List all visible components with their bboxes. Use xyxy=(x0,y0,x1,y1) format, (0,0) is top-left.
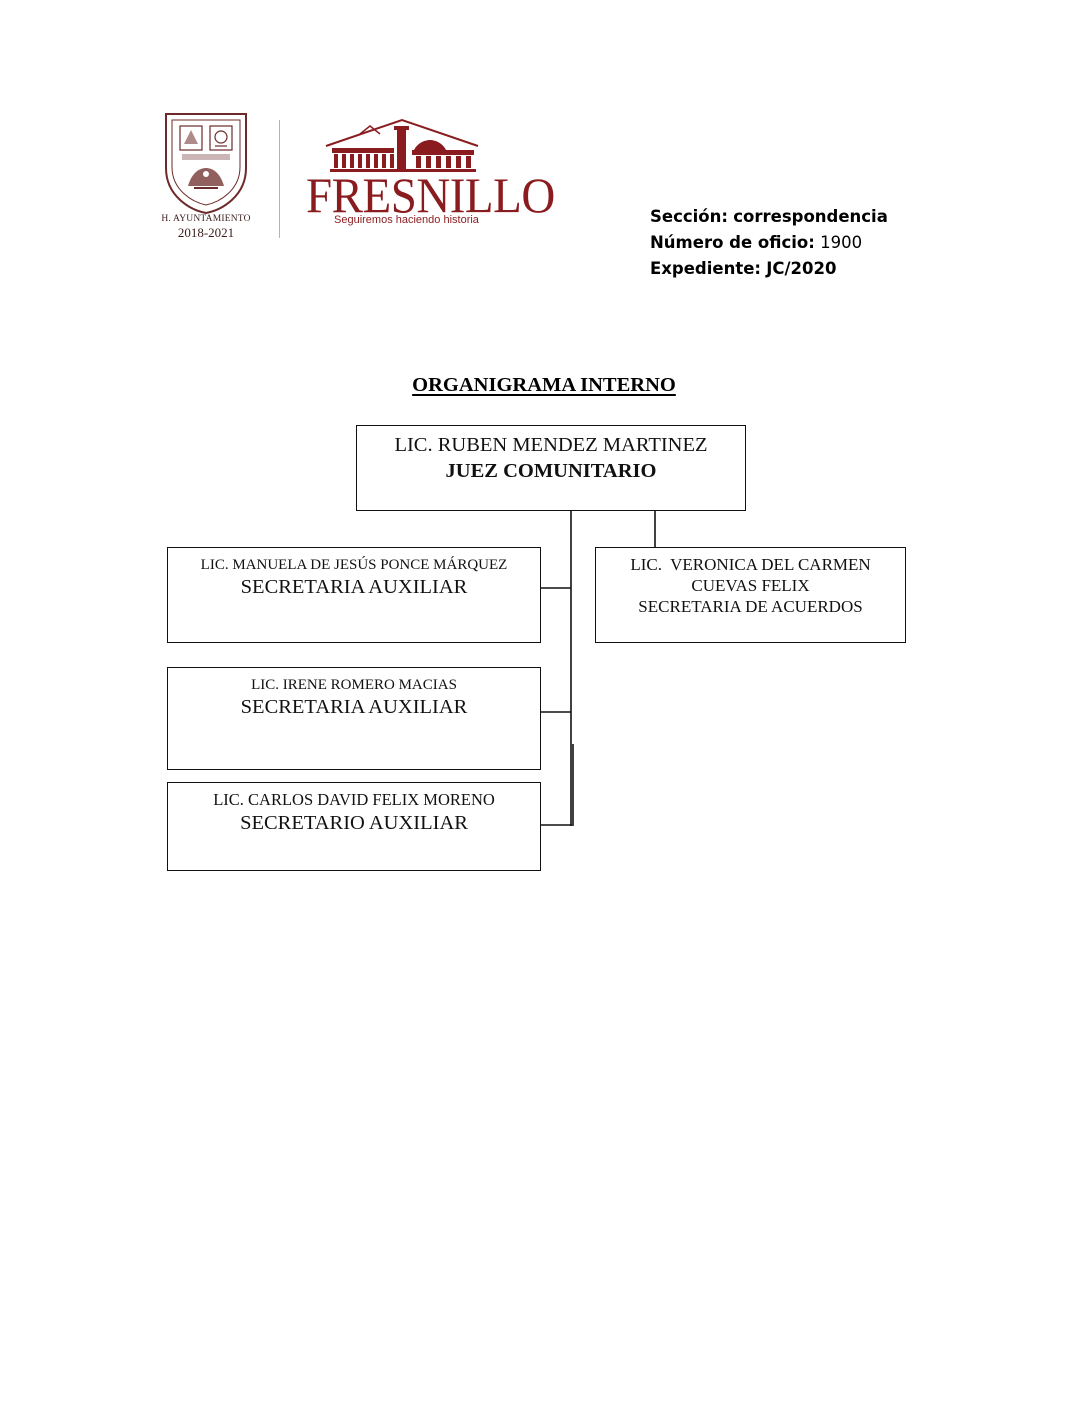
document-meta: Sección: correspondencia Número de ofici… xyxy=(650,204,950,282)
node-role: SECRETARIO AUXILIAR xyxy=(240,812,468,834)
node-role: SECRETARIA DE ACUERDOS xyxy=(638,597,863,616)
meta-seccion-value: correspondencia xyxy=(733,207,888,226)
org-node-secretaria-de-acuerdos: LIC. VERONICA DEL CARMEN CUEVAS FELIX SE… xyxy=(595,547,906,643)
org-node-secretario-auxiliar-carlos: LIC. CARLOS DAVID FELIX MORENO SECRETARI… xyxy=(167,782,541,871)
meta-expediente-label: Expediente: xyxy=(650,259,761,278)
meta-seccion-label: Sección: xyxy=(650,207,728,226)
org-chart-title: ORGANIGRAMA INTERNO xyxy=(412,374,676,396)
municipal-seal-logo: H. AYUNTAMIENTO 2018-2021 xyxy=(160,110,252,240)
seal-caption-years: 2018-2021 xyxy=(177,225,235,240)
brand-name: FRESNILLO xyxy=(306,168,555,224)
logo-divider xyxy=(279,120,280,238)
node-role: SECRETARIA AUXILIAR xyxy=(240,696,468,718)
node-name: LIC. RUBEN MENDEZ MARTINEZ xyxy=(394,434,708,456)
meta-expediente: Expediente: JC/2020 xyxy=(650,256,950,282)
node-role: JUEZ COMUNITARIO xyxy=(445,460,657,482)
meta-seccion: Sección: correspondencia xyxy=(650,204,950,230)
seal-caption-ayuntamiento: H. AYUNTAMIENTO xyxy=(161,214,251,224)
shield-emblem-icon xyxy=(165,113,247,214)
node-name: LIC. CARLOS DAVID FELIX MORENO xyxy=(213,790,495,809)
org-node-secretaria-auxiliar-irene: LIC. IRENE ROMERO MACIAS SECRETARIA AUXI… xyxy=(167,667,541,770)
monument-skyline-icon xyxy=(325,118,479,172)
meta-expediente-value: JC/2020 xyxy=(766,259,837,278)
org-node-secretaria-auxiliar-manuela: LIC. MANUELA DE JESÚS PONCE MÁRQUEZ SECR… xyxy=(167,547,541,643)
node-name-line1: LIC. VERONICA DEL CARMEN xyxy=(630,555,871,574)
brand-tagline: Seguiremos haciendo historia xyxy=(334,214,479,226)
node-name: LIC. IRENE ROMERO MACIAS xyxy=(251,677,457,693)
node-role: SECRETARIA AUXILIAR xyxy=(240,576,468,598)
fresnillo-brand-logo: FRESNILLO Seguiremos haciendo historia xyxy=(300,114,555,232)
meta-oficio-label: Número de oficio: xyxy=(650,233,815,252)
org-node-juez-comunitario: LIC. RUBEN MENDEZ MARTINEZ JUEZ COMUNITA… xyxy=(356,425,746,511)
meta-oficio-value: 1900 xyxy=(820,233,863,252)
node-name-line2: CUEVAS FELIX xyxy=(691,576,810,595)
node-name: LIC. MANUELA DE JESÚS PONCE MÁRQUEZ xyxy=(200,557,508,573)
meta-oficio: Número de oficio: 1900 xyxy=(650,230,950,256)
